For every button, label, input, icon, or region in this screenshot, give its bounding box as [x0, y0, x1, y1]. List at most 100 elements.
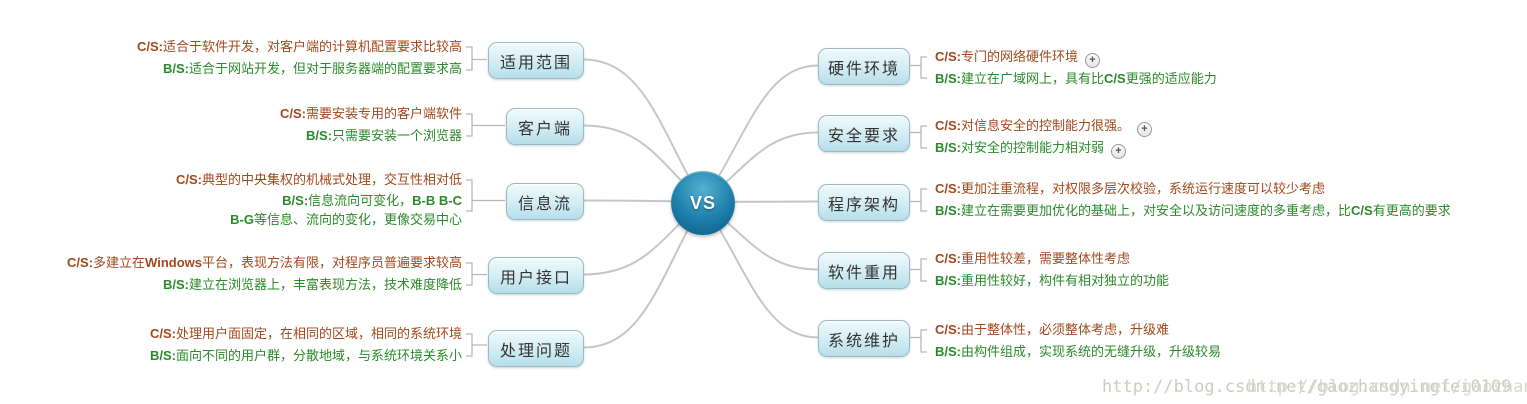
detail-text: 适合于软件开发，对客户端的计算机配置要求比较高 — [162, 39, 462, 54]
detail-text-bold: C/S — [1351, 203, 1373, 218]
detail-bs-item[interactable]: B/S:信息流向可变化，B-B B-C — [176, 191, 462, 210]
detail-text: 有更高的要求 — [1372, 203, 1451, 218]
bracket-left-1 — [466, 46, 487, 71]
detail-text: 对安全的控制能力相对弱 — [961, 140, 1105, 155]
cs-label: C/S: — [67, 255, 94, 270]
bracket-right-4 — [909, 258, 927, 282]
topic-node-client[interactable]: 客户端 — [506, 108, 584, 145]
detail-cs-item[interactable]: C/S:更加注重流程，对权限多层次校验，系统运行速度可以较少考虑 — [935, 178, 1451, 200]
topic-node-maintenance[interactable]: 系统维护 — [818, 320, 910, 357]
bs-label: B/S: — [935, 203, 961, 218]
bg-label: B-G — [230, 212, 254, 227]
detail-text: 处理用户面固定，在相同的区域，相同的系统环境 — [175, 326, 462, 341]
detail-block-info-flow: C/S:典型的中央集权的机械式处理，交互性相对低 B/S:信息流向可变化，B-B… — [176, 169, 462, 229]
detail-text: 典型的中央集权的机械式处理，交互性相对低 — [201, 172, 462, 187]
detail-bs-item[interactable]: B/S:重用性较好，构件有相对独立的功能 — [935, 270, 1169, 292]
detail-bs-item[interactable]: B/S:建立在广域网上，具有比C/S更强的适应能力 — [935, 68, 1217, 90]
cs-label: C/S: — [279, 106, 306, 121]
detail-text: 建立在广域网上，具有比 — [961, 71, 1105, 86]
bracket-right-5 — [909, 329, 927, 353]
topic-node-user-interface[interactable]: 用户接口 — [488, 257, 584, 294]
detail-text: 适合于网站开发，但对于服务器端的配置要求高 — [188, 61, 462, 76]
expand-icon[interactable]: + — [1085, 53, 1101, 68]
cs-label: C/S: — [935, 118, 961, 133]
bracket-left-5 — [466, 333, 487, 357]
detail-cs-item[interactable]: C/S:多建立在Windows平台，表现方法有限，对程序员普遍要求较高 — [67, 252, 462, 274]
cs-label: C/S: — [935, 322, 961, 337]
bs-label: B/S: — [282, 193, 309, 208]
topic-node-info-flow[interactable]: 信息流 — [506, 183, 584, 220]
detail-text: 重用性较差，需要整体性考虑 — [961, 251, 1131, 266]
bracket-left-3 — [466, 179, 505, 212]
detail-block-architecture: C/S:更加注重流程，对权限多层次校验，系统运行速度可以较少考虑 B/S:建立在… — [935, 178, 1451, 222]
detail-block-maintenance: C/S:由于整体性，必须整体考虑，升级难 B/S:由构件组成，实现系统的无缝升级… — [935, 319, 1221, 363]
detail-cs-item[interactable]: C/S:典型的中央集权的机械式处理，交互性相对低 — [176, 169, 462, 191]
detail-bs-item[interactable]: B/S:面向不同的用户群，分散地域，与系统环境关系小 — [150, 345, 462, 367]
cs-label: C/S: — [935, 251, 961, 266]
bs-label: B/S: — [149, 348, 176, 363]
detail-text: 面向不同的用户群，分散地域，与系统环境关系小 — [175, 348, 462, 363]
detail-cs-item[interactable]: C/S:适合于软件开发，对客户端的计算机配置要求比较高 — [137, 36, 462, 58]
bs-label: B/S: — [935, 344, 961, 359]
bracket-right-2 — [909, 125, 927, 149]
detail-cs-item[interactable]: C/S:由于整体性，必须整体考虑，升级难 — [935, 319, 1221, 341]
center-node-vs[interactable]: VS — [671, 171, 735, 235]
detail-cs-item[interactable]: C/S:处理用户面固定，在相同的区域，相同的系统环境 — [150, 323, 462, 345]
cs-label: C/S: — [136, 39, 163, 54]
detail-text: 只需要安装一个浏览器 — [331, 128, 462, 143]
detail-text: 建立在需要更加优化的基础上，对安全以及访问速度的多重考虑，比 — [961, 203, 1352, 218]
detail-block-client: C/S:需要安装专用的客户端软件 B/S:只需要安装一个浏览器 — [280, 103, 462, 147]
detail-cs-item[interactable]: C/S:需要安装专用的客户端软件 — [280, 103, 462, 125]
detail-cs-item[interactable]: C/S:重用性较差，需要整体性考虑 — [935, 248, 1169, 270]
topic-node-software-reuse[interactable]: 软件重用 — [818, 252, 910, 289]
bs-label: B/S: — [162, 277, 189, 292]
topic-node-handling[interactable]: 处理问题 — [488, 330, 584, 367]
detail-text-bold: C/S — [1104, 71, 1126, 86]
detail-block-software-reuse: C/S:重用性较差，需要整体性考虑 B/S:重用性较好，构件有相对独立的功能 — [935, 248, 1169, 292]
detail-text: 由构件组成，实现系统的无缝升级，升级较易 — [961, 344, 1222, 359]
topic-node-hardware[interactable]: 硬件环境 — [818, 48, 910, 85]
detail-cs-item[interactable]: C/S:专门的网络硬件环境 + — [935, 46, 1217, 68]
detail-block-security: C/S:对信息安全的控制能力很强。 + B/S:对安全的控制能力相对弱 + — [935, 115, 1153, 159]
topic-node-architecture[interactable]: 程序架构 — [818, 184, 910, 221]
bracket-left-2 — [466, 113, 505, 137]
detail-bs-item[interactable]: B/S:对安全的控制能力相对弱 + — [935, 137, 1152, 159]
bs-label: B/S: — [162, 61, 189, 76]
cs-label: C/S: — [935, 49, 961, 64]
bs-label: B/S: — [935, 273, 961, 288]
detail-bs-item[interactable]: B-G等信息、流向的变化，更像交易中心 — [176, 210, 462, 229]
bracket-right-1 — [909, 56, 927, 79]
detail-text: 信息流向可变化， — [308, 193, 413, 208]
detail-bs-item[interactable]: B/S:建立在浏览器上，丰富表现方法，技术难度降低 — [67, 274, 462, 296]
detail-bs-item[interactable]: B/S:只需要安装一个浏览器 — [280, 125, 462, 147]
detail-text: 建立在浏览器上，丰富表现方法，技术难度降低 — [188, 277, 462, 292]
detail-text: 更强的适应能力 — [1125, 71, 1217, 86]
detail-bs-item[interactable]: B/S:建立在需要更加优化的基础上，对安全以及访问速度的多重考虑，比C/S有更高… — [935, 200, 1451, 222]
detail-cs-item[interactable]: C/S:对信息安全的控制能力很强。 + — [935, 115, 1153, 137]
cs-label: C/S: — [175, 172, 202, 187]
detail-bs-item[interactable]: B/S:适合于网站开发，但对于服务器端的配置要求高 — [137, 58, 462, 80]
detail-text: 专门的网络硬件环境 — [961, 49, 1079, 64]
detail-bs-item[interactable]: B/S:由构件组成，实现系统的无缝升级，升级较易 — [935, 341, 1221, 363]
detail-text: 对信息安全的控制能力很强。 — [961, 118, 1131, 133]
detail-text: 需要安装专用的客户端软件 — [305, 106, 462, 121]
topic-node-scope[interactable]: 适用范围 — [488, 42, 584, 79]
detail-block-user-interface: C/S:多建立在Windows平台，表现方法有限，对程序员普遍要求较高 B/S:… — [67, 252, 462, 296]
expand-icon[interactable]: + — [1137, 122, 1153, 137]
detail-text: 等信息、流向的变化，更像交易中心 — [253, 212, 462, 227]
detail-text: 更加注重流程，对权限多层次校验，系统运行速度可以较少考虑 — [961, 181, 1326, 196]
bs-label: B/S: — [935, 71, 961, 86]
cs-label: C/S: — [149, 326, 176, 341]
bs-label: B/S: — [305, 128, 332, 143]
bs-label: B/S: — [935, 140, 961, 155]
detail-text: 由于整体性，必须整体考虑，升级难 — [961, 322, 1170, 337]
detail-block-handling: C/S:处理用户面固定，在相同的区域，相同的系统环境 B/S:面向不同的用户群，… — [150, 323, 462, 367]
detail-text: 平台，表现方法有限，对程序员普遍要求较高 — [201, 255, 462, 270]
expand-icon[interactable]: + — [1111, 144, 1127, 159]
bracket-left-4 — [466, 262, 487, 286]
detail-block-hardware: C/S:专门的网络硬件环境 + B/S:建立在广域网上，具有比C/S更强的适应能力 — [935, 46, 1217, 90]
detail-text: 多建立在 — [93, 255, 146, 270]
topic-node-security[interactable]: 安全要求 — [818, 115, 910, 152]
detail-text-bold: B-B B-C — [412, 193, 462, 208]
